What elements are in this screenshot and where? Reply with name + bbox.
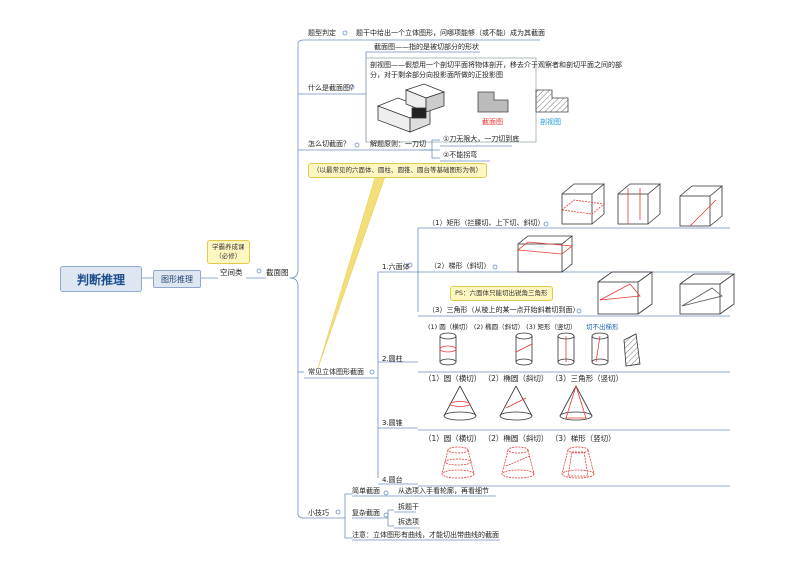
callout-ps: PS：六面体只能切出锐角三角形 (450, 286, 553, 301)
complex-2: 拆选项 (398, 518, 419, 526)
node-cone[interactable]: 3.圆锥 (382, 419, 403, 427)
hexa-trapezoid: （2）梯形（斜切） (430, 262, 491, 270)
hexa-rect: （1）矩形（拦腰切、上下切、斜切） (428, 219, 545, 227)
rule-1: ①刀无限大，一刀切到底 (443, 135, 520, 143)
cone-drawings (443, 384, 593, 421)
cylinder-options: (1) 圆（横切） (2) 椭圆（斜切） (3) 矩形（竖切） (428, 323, 577, 331)
node-hexahedron[interactable]: 1.六面体 (382, 263, 410, 271)
cylinder-note: 切不出梯形 (586, 323, 619, 331)
def-sectional-view-1: 剖视图——假想用一个剖切平面将物体剖开，移去介于观察者和剖切平面之间的部 (370, 61, 622, 69)
frustum-drawings (441, 446, 595, 479)
node-cylinder[interactable]: 2.圆柱 (382, 355, 403, 363)
cylinder-drawings (439, 332, 641, 367)
def-section: 截面图——指的是被切部分的形状 (374, 43, 479, 51)
node-complex[interactable]: 复杂截面 (352, 509, 380, 517)
rule-2: ②不能拐弯 (443, 151, 478, 159)
node-how-cut[interactable]: 怎么切截面？ (308, 140, 350, 148)
callout-course: 学霸养成课 （必修） (207, 240, 250, 264)
frustum-options: （1）圆（横切） （2）椭圆（斜切） （3）梯形（竖切） (424, 434, 616, 443)
node-what-is[interactable]: 什么是截面图？ (308, 84, 357, 92)
principle[interactable]: 解题原则：一刀切 (370, 140, 426, 148)
root-node[interactable]: 判断推理 (60, 266, 142, 292)
section-illustration (376, 83, 569, 133)
complex-1: 拆题干 (398, 503, 419, 511)
node-section[interactable]: 截面图 (266, 268, 289, 277)
def-sectional-view-2: 分，对于剩余部分向投影面所做的正投影图 (370, 71, 503, 79)
node-common[interactable]: 常见立体图形截面 (308, 368, 364, 376)
note: 注意：立体图形有曲线，才能切出带曲线的截面 (352, 531, 499, 539)
callout-base: （以最常见的六面体、圆柱、圆锥、圆台等基础图形为例） (308, 163, 487, 178)
node-tips[interactable]: 小技巧 (308, 509, 329, 517)
cube-drawings (516, 183, 736, 315)
label-sectional-view: 剖视图 (540, 118, 561, 126)
label-section: 截面图 (482, 118, 503, 126)
question-type-desc: 题干中给出一个立体图形，问哪项能够（或不能）成为其截面 (356, 29, 545, 37)
hexa-triangle: （3）三角形（从棱上的某一点开始斜着切到面） (428, 306, 580, 314)
node-graphic-reasoning[interactable]: 图形推理 (153, 270, 201, 288)
cone-options: （1）圆（横切） （2）椭圆（斜切） （3）三角形（竖切） (424, 374, 624, 383)
node-frustum[interactable]: 4.圆台 (382, 476, 403, 484)
node-space[interactable]: 空间类 (220, 268, 243, 277)
node-simple[interactable]: 简单截面 (352, 487, 380, 495)
simple-desc: 从选项入手看轮廓，再看细节 (398, 487, 489, 495)
node-question-type[interactable]: 题型判定 (308, 29, 336, 37)
